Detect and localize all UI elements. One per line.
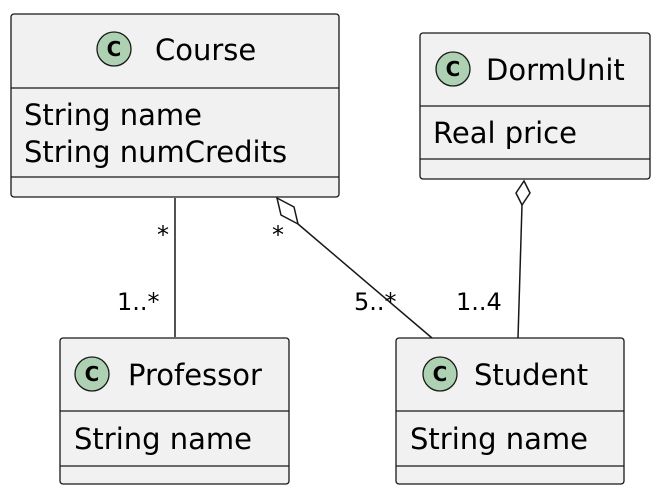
class-box (10, 13, 340, 198)
class-professor[interactable]: C Professor String name (59, 337, 290, 485)
class-name: DormUnit (486, 53, 625, 87)
relation-dormunit-student: 1..4 (456, 179, 531, 339)
class-badge-letter: C (107, 37, 122, 61)
class-badge-letter: C (85, 362, 100, 386)
class-badge-icon (74, 356, 110, 392)
class-badge-letter: C (446, 57, 461, 81)
aggregation-line (517, 204, 523, 339)
multiplicity-student-end: 5..* (354, 288, 397, 316)
class-name: Course (155, 33, 256, 67)
class-dormunit[interactable]: C DormUnit Real price (419, 32, 651, 180)
relation-course-professor: * 1..* (117, 198, 176, 337)
attribute: String name (74, 422, 252, 456)
class-badge-icon (422, 356, 458, 392)
class-badge-icon (96, 31, 132, 67)
multiplicity-course-end: * (157, 221, 169, 249)
relation-course-student: * 5..* (272, 196, 433, 339)
class-badge-letter: C (433, 362, 448, 386)
attribute: Real price (433, 116, 577, 150)
aggregation-line (297, 223, 433, 339)
attribute: String numCredits (24, 135, 287, 169)
class-course[interactable]: C Course String name String numCredits (10, 13, 340, 198)
aggregation-diamond-icon (275, 196, 300, 226)
multiplicity-professor-end: 1..* (117, 288, 160, 316)
class-name: Professor (128, 358, 262, 392)
class-badge-icon (435, 51, 471, 87)
class-student[interactable]: C Student String name (395, 337, 625, 485)
aggregation-diamond-icon (515, 179, 531, 207)
attribute: String name (24, 98, 202, 132)
multiplicity-course-end: * (272, 221, 284, 249)
class-name: Student (474, 358, 588, 392)
attribute: String name (410, 422, 588, 456)
multiplicity-student-end: 1..4 (456, 288, 502, 316)
